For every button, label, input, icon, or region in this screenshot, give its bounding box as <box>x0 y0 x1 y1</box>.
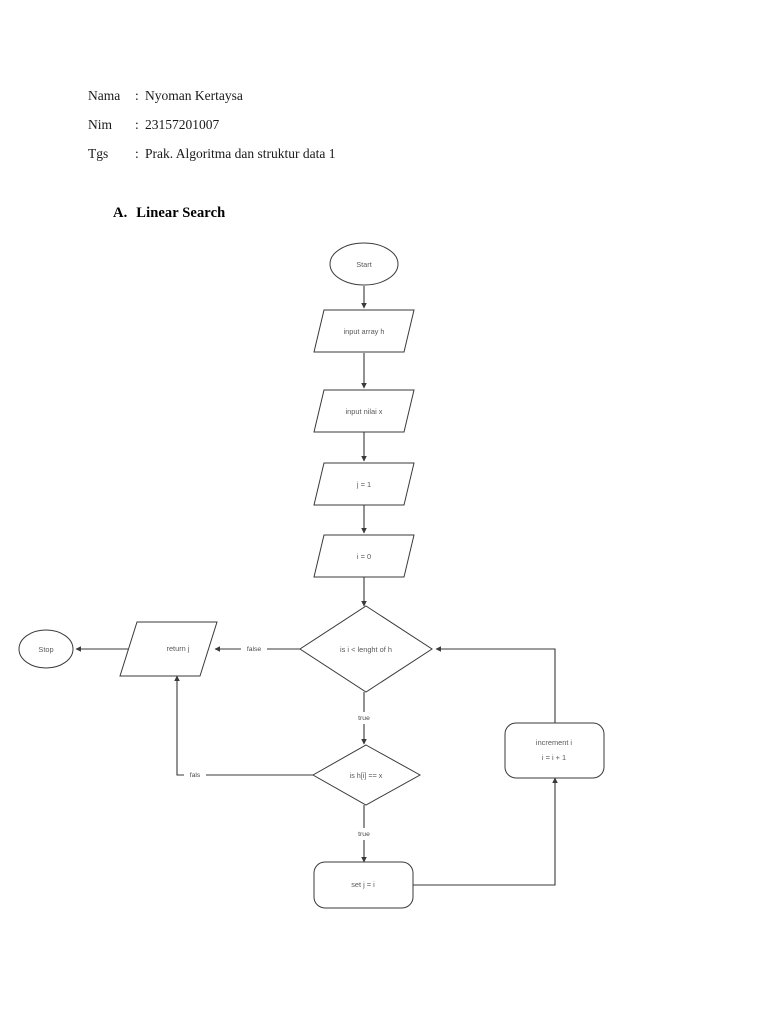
node-compare-condition <box>311 744 422 806</box>
node-return-j <box>119 621 218 677</box>
node-init-i-label: i = 0 <box>357 552 371 561</box>
node-set-j-label: set j = i <box>351 880 375 889</box>
node-compare-condition-label: is h[i] == x <box>350 771 383 780</box>
node-loop-condition <box>299 605 433 693</box>
header-row-nama: Nama : Nyoman Kertaysa <box>88 88 508 104</box>
node-increment <box>504 722 605 779</box>
node-stop-label: Stop <box>38 645 53 654</box>
node-start <box>329 242 399 286</box>
node-init-i <box>313 534 415 578</box>
section-title: Linear Search <box>136 205 226 221</box>
node-input-value-label: input nilai x <box>346 407 383 416</box>
header-separator-nama: : <box>135 88 139 103</box>
edge-label-loop-false: false <box>247 646 262 653</box>
node-return-j-label: return j <box>166 644 189 653</box>
node-input-array-label: input array h <box>343 327 384 336</box>
edge-label-compare-false: fals <box>190 772 201 779</box>
connector-set-j-to-increment <box>413 777 558 886</box>
node-input-array <box>313 309 415 353</box>
header-label-nim: Nim <box>88 117 113 133</box>
header-separator-tgs: : <box>135 146 139 162</box>
node-init-j-label: j = 1 <box>356 480 371 489</box>
connector-compare-false-to-return-j <box>174 675 313 776</box>
section-heading: A. Linear Search <box>113 205 225 222</box>
header-label-nama: Nama <box>88 88 121 103</box>
node-start-label: Start <box>356 260 372 269</box>
header-value-tgs: Prak. Algoritma dan struktur data 1 <box>145 146 336 162</box>
edge-label-compare-true: true <box>358 831 370 838</box>
edge-label-loop-false-bg <box>241 643 267 655</box>
header-row-tgs: Tgs : Prak. Algoritma dan struktur data … <box>88 146 508 162</box>
header-row-nim: Nim : 23157201007 <box>88 117 508 133</box>
connector-increment-to-loop-condition <box>435 646 556 723</box>
node-increment-label-line1: increment i <box>536 738 573 747</box>
section-letter: A. <box>113 205 128 221</box>
edge-label-loop-true-bg <box>352 712 376 724</box>
header-label-tgs: Tgs <box>88 146 109 162</box>
node-input-value <box>313 389 415 433</box>
edge-label-loop-true: true <box>358 715 370 722</box>
header-separator-nim: : <box>135 117 139 133</box>
node-loop-condition-label: is i < lenght of h <box>340 645 392 654</box>
header-value-nama: Nyoman Kertaysa <box>145 88 243 103</box>
node-stop <box>18 629 74 669</box>
header-value-nim: 23157201007 <box>145 117 220 133</box>
edge-label-compare-false-bg <box>184 769 206 781</box>
node-increment-label-line2: i = i + 1 <box>542 753 566 762</box>
node-set-j <box>313 861 414 909</box>
node-init-j <box>313 462 415 506</box>
identity-header: Nama : Nyoman Kertaysa Nim : 23157201007… <box>88 88 508 176</box>
edge-label-compare-true-bg <box>352 828 376 840</box>
